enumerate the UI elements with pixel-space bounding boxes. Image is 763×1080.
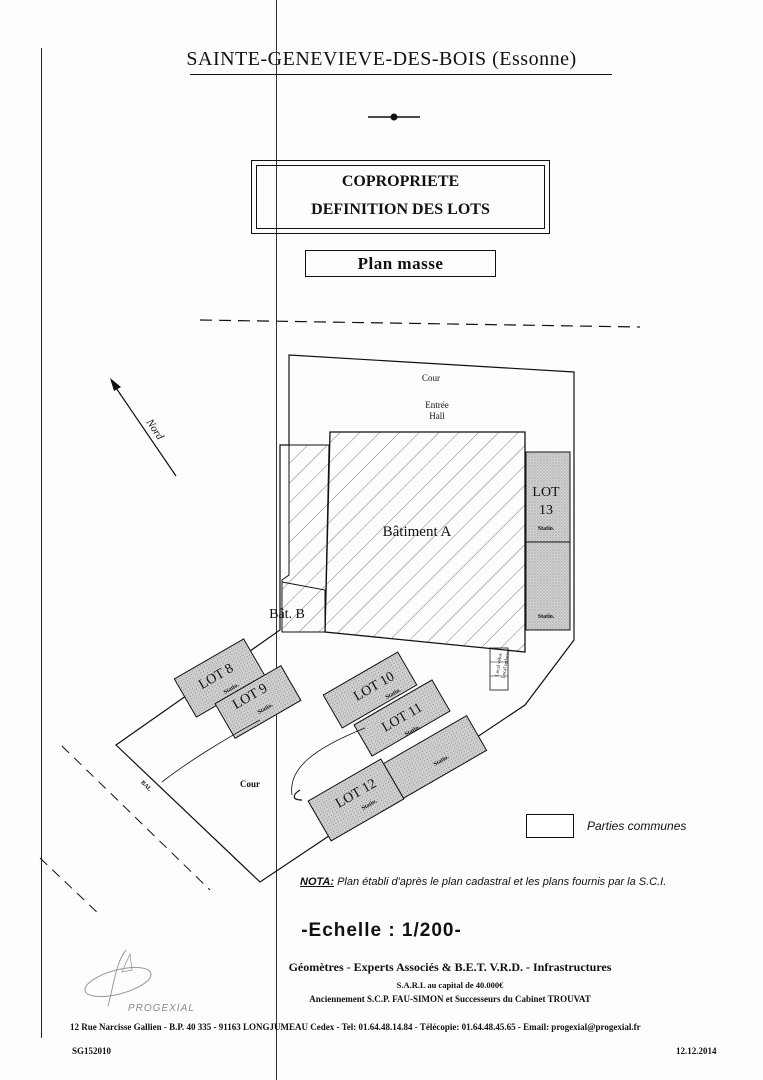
local-ordures-label: Local ordures	[502, 651, 512, 679]
title-line-copropriete: COPROPRIETE	[341, 173, 460, 190]
company-former-name: Anciennement S.C.P. FAU-SIMON et Success…	[309, 994, 591, 1004]
dashed-boundary-left-1	[61, 745, 211, 891]
legend-swatch	[526, 814, 574, 838]
lot-11-block	[353, 679, 451, 757]
nota-label: NOTA:	[300, 876, 335, 888]
title-underline	[190, 74, 612, 75]
plan-label-box: Plan masse	[305, 250, 496, 277]
company-name: Géomètres - Experts Associés & B.E.T. V.…	[288, 960, 612, 974]
lot-13-statio-label: Statio.	[538, 526, 555, 532]
lot-12-block	[307, 758, 405, 842]
north-label: Nord	[143, 416, 166, 442]
dashed-boundary-left-2	[39, 857, 101, 916]
bal-label: BAL	[139, 780, 152, 793]
footpath-right	[291, 727, 366, 796]
parking-lower-statio-label: Statio.	[538, 614, 555, 620]
local-velos-ordures	[489, 647, 509, 691]
title-box: COPROPRIETE DEFINITION DES LOTS	[251, 160, 550, 234]
entree-label: Entrée	[425, 400, 448, 410]
left-margin-line	[41, 48, 42, 1038]
title-box-inner	[256, 165, 545, 229]
batiment-a-label: Bâtiment A	[383, 524, 452, 540]
hall-label: Hall	[429, 411, 445, 421]
title-line-definition: DEFINITION DES LOTS	[311, 201, 490, 218]
lot-13-block	[525, 451, 571, 543]
fold-line	[276, 0, 277, 1080]
lot-13-label-2: 13	[539, 503, 553, 518]
company-address: 12 Rue Narcisse Gallien - B.P. 40 335 - …	[70, 1022, 641, 1032]
lot-13-label-1: LOT	[532, 485, 560, 500]
lot-13-parking-lower	[525, 541, 571, 631]
bat-b-label: Bât. B	[269, 607, 305, 622]
dashed-boundary-top	[199, 319, 641, 328]
company-logo-icon	[84, 949, 152, 1007]
company-capital: S.A.R.L au capital de 40.000€	[396, 980, 504, 990]
footpath-hook	[293, 789, 303, 801]
footpath-left	[161, 719, 261, 783]
lot-9-block	[214, 664, 302, 740]
nota-text: Plan établi d'après le plan cadastral et…	[334, 876, 667, 888]
scale-label: -Echelle : 1/200-	[301, 920, 462, 941]
plan-label: Plan masse	[357, 254, 444, 273]
document-reference: SG152010	[72, 1046, 112, 1056]
nota: NOTA: Plan établi d'après le plan cadast…	[300, 876, 666, 888]
cour-top-label: Cour	[422, 373, 440, 383]
property-outline	[115, 354, 575, 883]
batiment-a-hatched	[324, 431, 526, 653]
document-date: 12.12.2014	[676, 1046, 717, 1056]
local-velos-label: Local vélos	[495, 653, 504, 677]
cour-bottom-label: Cour	[240, 779, 260, 789]
north-arrow: Nord	[110, 378, 177, 477]
batiment-b-hatched	[281, 444, 330, 633]
company-logo-text: PROGEXIAL	[128, 1003, 195, 1014]
lot-10-block	[322, 651, 418, 729]
title-ornament	[368, 113, 420, 121]
legend-label: Parties communes	[587, 819, 687, 833]
page-title: SAINTE-GENEVIEVE-DES-BOIS (Essonne)	[186, 48, 577, 70]
